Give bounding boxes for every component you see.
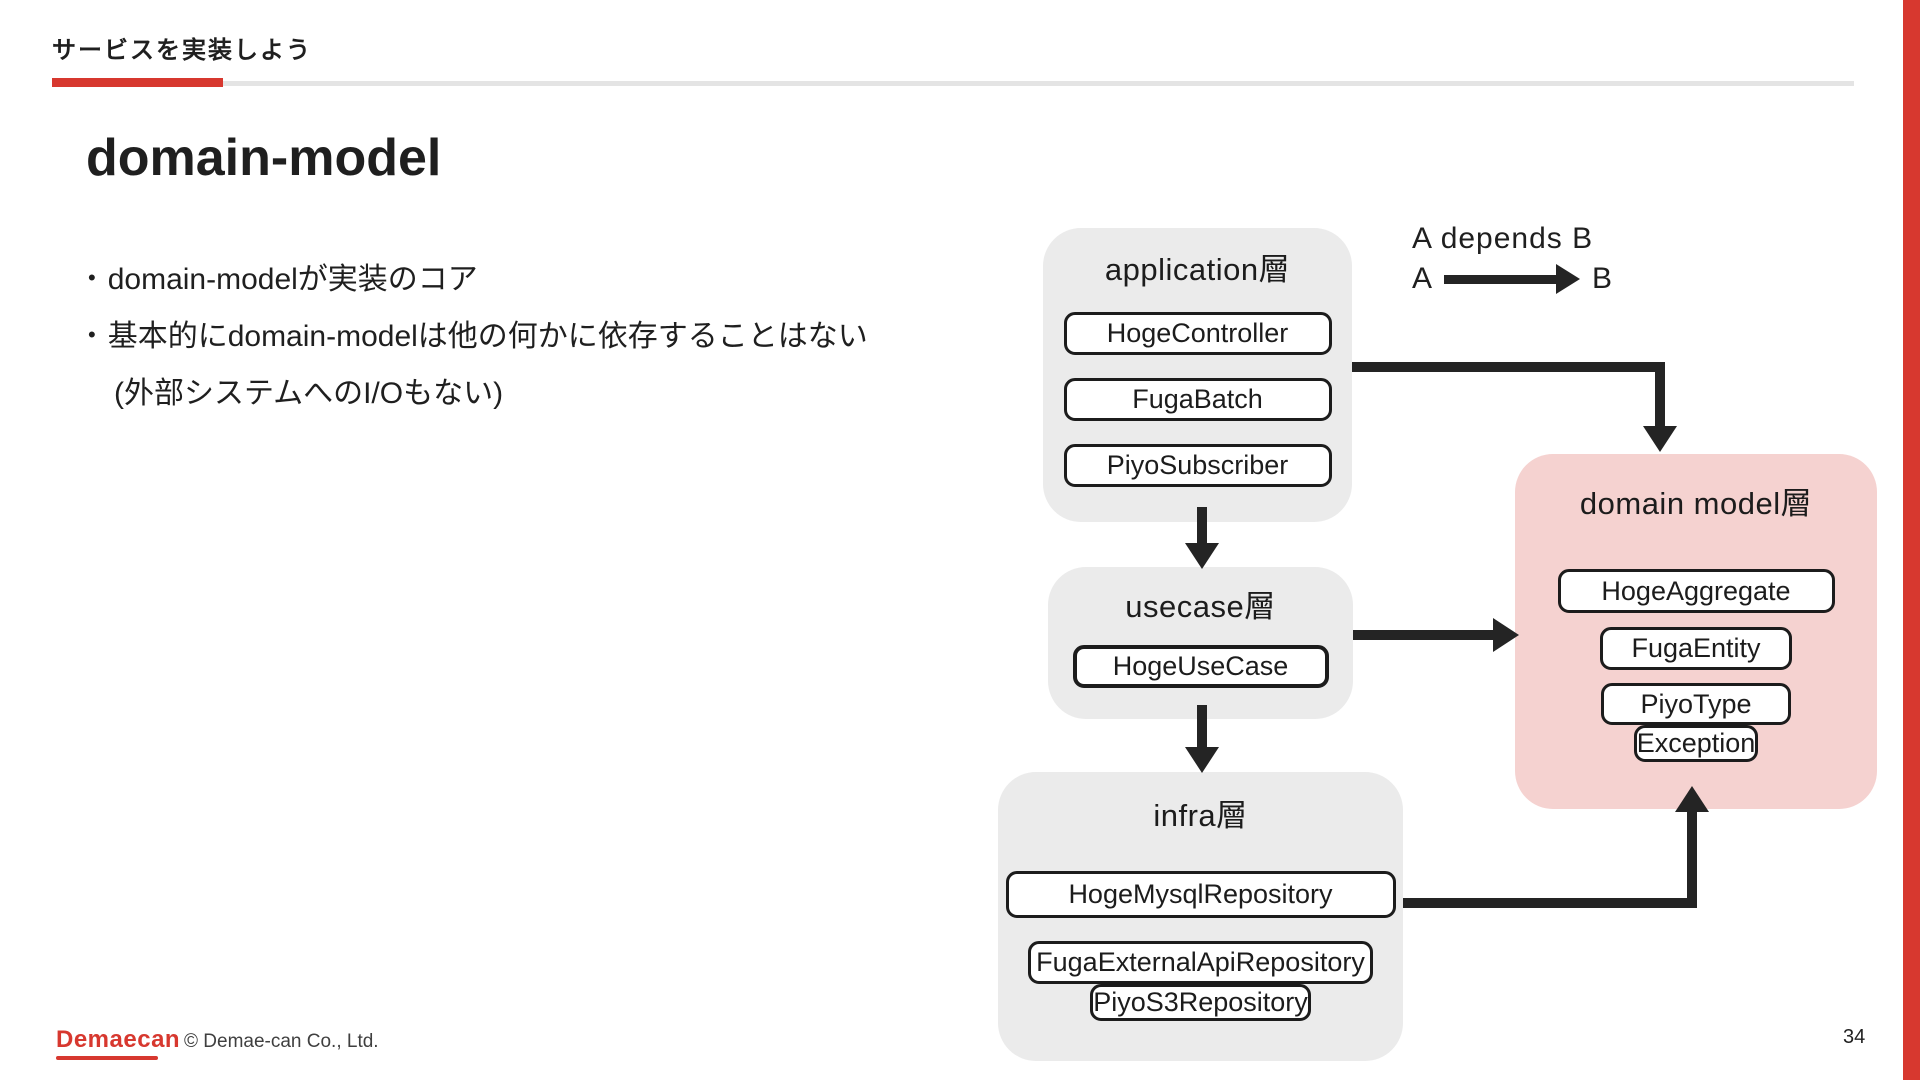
page-number: 34 xyxy=(1843,1026,1866,1048)
copyright-text: © Demae-can Co., Ltd. xyxy=(184,1031,379,1052)
infra-layer-title: infra層 xyxy=(1153,798,1248,833)
usecase-layer-title: usecase層 xyxy=(1125,589,1276,624)
bullet-list: domain-modelが実装のコア 基本的にdomain-modelは他の何か… xyxy=(88,252,868,421)
bullet-text: 基本的にdomain-modelは他の何かに依存することはない xyxy=(107,320,868,353)
class-box: PiyoType xyxy=(1601,683,1791,725)
arrow-application-to-domain-line xyxy=(1655,362,1665,426)
arrow-infra-to-domain-head-icon xyxy=(1675,786,1709,812)
arrow-usecase-to-infra-head-icon xyxy=(1185,747,1219,773)
bullet-note: (外部システムへのI/Oもない) xyxy=(114,377,504,410)
class-box: HogeController xyxy=(1063,312,1332,355)
application-layer-box: application層 HogeController FugaBatch Pi… xyxy=(1043,228,1352,522)
legend-to-label: B xyxy=(1592,262,1613,295)
arrow-usecase-to-domain-line xyxy=(1353,630,1493,640)
arrow-infra-to-domain-line xyxy=(1687,812,1697,908)
slide-edge-accent xyxy=(1903,0,1920,1080)
arrow-application-to-usecase-line xyxy=(1197,507,1207,543)
section-eyebrow: サービスを実装しよう xyxy=(52,37,312,64)
dependency-legend: A depends B A B xyxy=(1412,222,1612,296)
header-rule xyxy=(52,81,1854,86)
bullet-text: domain-modelが実装のコア xyxy=(107,263,478,296)
header-rule-accent xyxy=(52,78,223,87)
class-box: HogeMysqlRepository xyxy=(1005,871,1396,918)
arrow-application-to-domain-line xyxy=(1352,362,1665,372)
arrow-usecase-to-domain-head-icon xyxy=(1493,618,1519,652)
legend-arrow-icon xyxy=(1444,264,1581,294)
class-box: FugaEntity xyxy=(1600,627,1792,670)
usecase-layer-box: usecase層 HogeUseCase xyxy=(1048,567,1353,719)
arrow-application-to-usecase-head-icon xyxy=(1185,543,1219,569)
page-title: domain-model xyxy=(86,129,442,187)
class-box: HogeUseCase xyxy=(1072,645,1329,688)
bullet-item: domain-modelが実装のコア xyxy=(88,252,868,309)
legend-example-row: A B xyxy=(1412,262,1612,296)
application-layer-title: application層 xyxy=(1104,252,1291,287)
legend-from-label: A xyxy=(1412,262,1433,295)
company-logo-underline xyxy=(56,1056,158,1060)
legend-caption: A depends B xyxy=(1412,222,1594,255)
arrow-infra-to-domain-line xyxy=(1403,898,1693,908)
domain-model-layer-title: domain model層 xyxy=(1579,486,1813,521)
infra-layer-box: infra層 HogeMysqlRepository FugaExternalA… xyxy=(998,772,1403,1061)
company-logo: Demaecan xyxy=(56,1026,181,1053)
arrow-application-to-domain-head-icon xyxy=(1643,426,1677,452)
bullet-item: 基本的にdomain-modelは他の何かに依存することはない xyxy=(88,309,868,366)
class-box: PiyoS3Repository xyxy=(1090,984,1311,1021)
class-box: Exception xyxy=(1633,725,1759,762)
class-box: FugaBatch xyxy=(1063,378,1332,421)
arrow-usecase-to-infra-line xyxy=(1197,705,1207,747)
class-box: HogeAggregate xyxy=(1557,569,1835,613)
domain-model-layer-box: domain model層 HogeAggregate FugaEntity P… xyxy=(1515,454,1877,809)
class-box: FugaExternalApiRepository xyxy=(1028,941,1373,984)
class-box: PiyoSubscriber xyxy=(1063,444,1332,487)
